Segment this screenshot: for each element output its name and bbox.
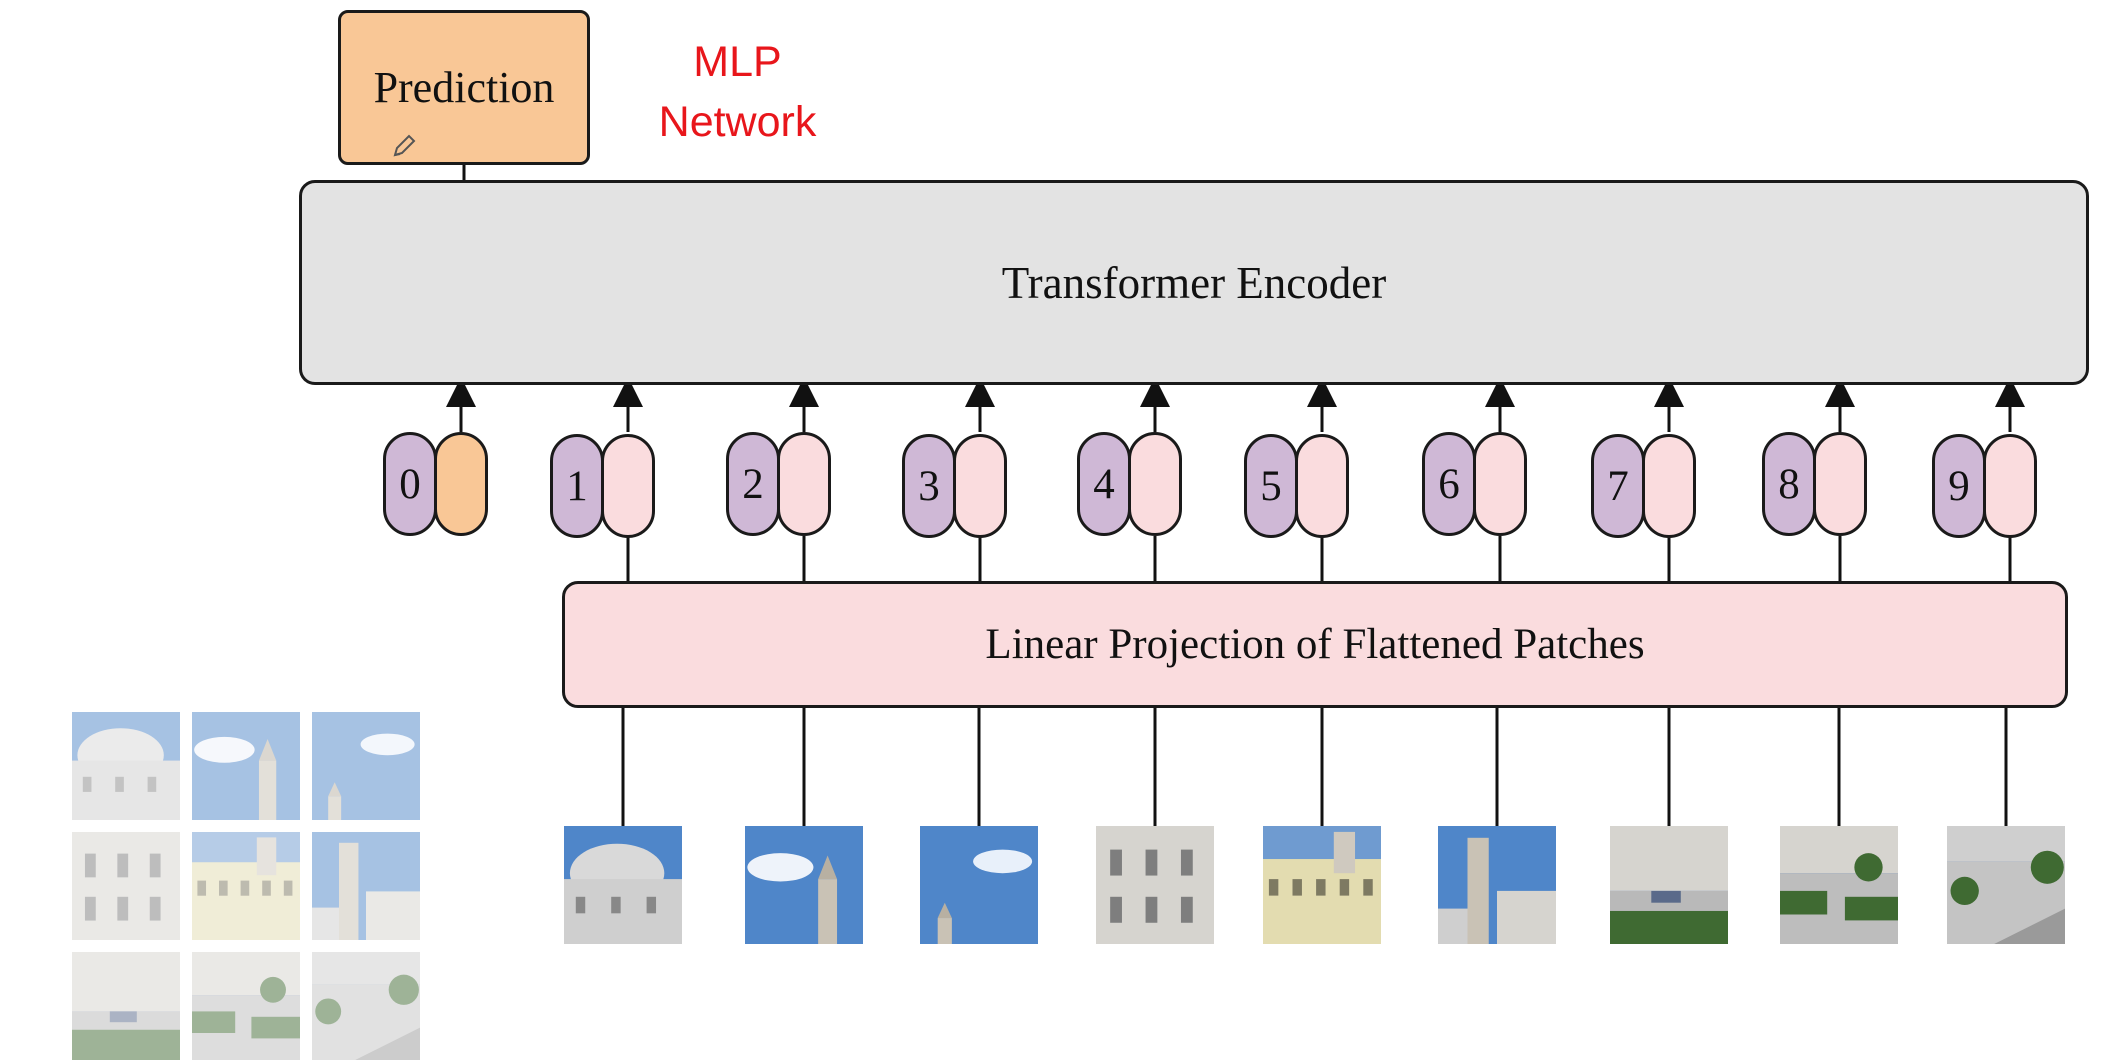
linear-projection-box: Linear Projection of Flattened Patches: [562, 581, 2068, 708]
image-patch-5: [1263, 826, 1381, 944]
patch-embedding-3: [953, 434, 1007, 538]
mlp-line-1: MLP: [693, 38, 782, 86]
patch-embedding-8: [1813, 432, 1867, 536]
patch-embedding-9: [1983, 434, 2037, 538]
image-patch-9: [1947, 826, 2065, 944]
position-embedding-1: 1: [550, 434, 604, 538]
position-embedding-6: 6: [1422, 432, 1476, 536]
prediction-label: Prediction: [373, 63, 555, 112]
patch-embedding-4: [1128, 432, 1182, 536]
transformer-encoder-box: Transformer Encoder: [299, 180, 2089, 385]
image-patch-6: [1438, 826, 1556, 944]
class-token-embedding: [434, 432, 488, 536]
position-embedding-7: 7: [1591, 434, 1645, 538]
image-patch-3: [920, 826, 1038, 944]
image-patch-7: [1610, 826, 1728, 944]
grid-tile-8: [192, 952, 300, 1060]
grid-tile-3: [312, 712, 420, 820]
position-embedding-9: 9: [1932, 434, 1986, 538]
patch-embedding-5: [1295, 434, 1349, 538]
grid-tile-6: [312, 832, 420, 940]
mlp-line-2: Network: [658, 98, 817, 146]
grid-tile-5: [192, 832, 300, 940]
position-embedding-4: 4: [1077, 432, 1131, 536]
grid-tile-7: [72, 952, 180, 1060]
position-embedding-8: 8: [1762, 432, 1816, 536]
image-patch-1: [564, 826, 682, 944]
patch-embedding-2: [777, 432, 831, 536]
patch-embedding-6: [1473, 432, 1527, 536]
image-patch-2: [745, 826, 863, 944]
position-embedding-0: 0: [383, 432, 437, 536]
pencil-icon[interactable]: [389, 131, 419, 161]
encoder-label: Transformer Encoder: [1001, 257, 1387, 308]
position-embedding-3: 3: [902, 434, 956, 538]
projection-label: Linear Projection of Flattened Patches: [985, 621, 1645, 668]
image-patch-8: [1780, 826, 1898, 944]
mlp-network-annotation: MLP Network: [600, 32, 875, 152]
grid-tile-2: [192, 712, 300, 820]
position-embedding-2: 2: [726, 432, 780, 536]
position-embedding-5: 5: [1244, 434, 1298, 538]
grid-tile-9: [312, 952, 420, 1060]
patch-embedding-7: [1642, 434, 1696, 538]
prediction-box: Prediction: [338, 10, 590, 165]
grid-tile-1: [72, 712, 180, 820]
patch-embedding-1: [601, 434, 655, 538]
grid-tile-4: [72, 832, 180, 940]
image-patch-4: [1096, 826, 1214, 944]
